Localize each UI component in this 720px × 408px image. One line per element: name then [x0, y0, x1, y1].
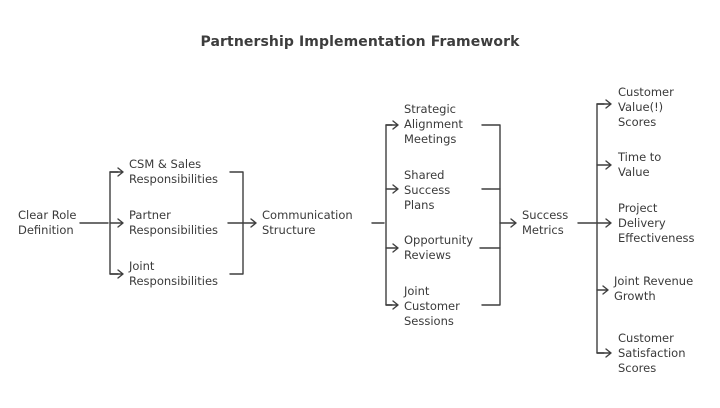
bracket-metrics-left [596, 103, 605, 354]
arrow-to-project-delivery [596, 218, 612, 228]
arrow-to-opportunity [385, 243, 399, 253]
arrow-to-joint [109, 269, 124, 279]
node-success-metrics: Success Metrics [522, 208, 569, 237]
node-joint-customer-sessions: Joint Customer Sessions [404, 284, 460, 328]
node-partner-responsibilities: Partner Responsibilities [129, 208, 219, 237]
arrow-to-csm [109, 167, 124, 177]
node-communication-structure: Communication Structure [262, 208, 353, 237]
node-csm-sales-responsibilities: CSM & Sales Responsibilities [129, 157, 219, 186]
node-project-delivery-effectiveness: Project Delivery Effectiveness [618, 201, 695, 245]
node-shared-success-plans: Shared Success Plans [404, 168, 451, 212]
node-customer-value-scores: Customer Value(!) Scores [618, 85, 674, 129]
arrow-to-success [499, 218, 517, 228]
arrow-to-shared [385, 184, 399, 194]
bracket-structures-left [385, 124, 393, 306]
arrow-to-partner [109, 218, 124, 228]
arrow-to-joint-customer [385, 300, 399, 310]
arrow-to-customer-satisfaction [596, 348, 612, 358]
arrow-to-customer-value [596, 99, 612, 109]
node-customer-satisfaction-scores: Customer Satisfaction Scores [618, 331, 686, 375]
arrow-to-time-to-value [596, 160, 612, 170]
node-clear-role-definition: Clear Role Definition [18, 208, 77, 237]
arrow-to-communication [242, 218, 257, 228]
node-joint-revenue-growth: Joint Revenue Growth [614, 274, 694, 303]
node-strategic-alignment-meetings: Strategic Alignment Meetings [404, 102, 463, 146]
arrow-to-joint-revenue [596, 285, 609, 295]
bracket-structures-right [481, 124, 501, 306]
node-joint-responsibilities: Joint Responsibilities [129, 259, 219, 288]
node-opportunity-reviews: Opportunity Reviews [404, 233, 474, 262]
arrow-to-strategic [385, 120, 399, 130]
diagram-title: Partnership Implementation Framework [200, 34, 520, 50]
node-time-to-value: Time to Value [618, 150, 662, 179]
